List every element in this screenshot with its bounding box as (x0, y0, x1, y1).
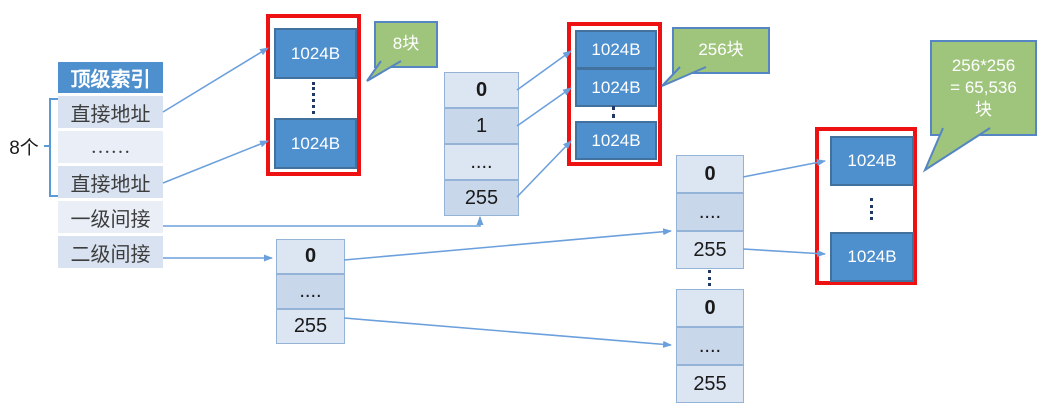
arrow-mid-1 (516, 87, 572, 127)
row-double-indirect: 二级间接 (58, 236, 163, 268)
rt-top-row-255: 255 (676, 231, 744, 269)
data-block-1024b: 1024B (575, 30, 657, 69)
row-ellipsis: …… (58, 131, 163, 163)
arrow-mid-0 (516, 50, 572, 91)
data-block-1024b: 1024B (274, 28, 357, 79)
arrow-direct-2 (162, 140, 269, 184)
rt-bottom-row-0: 0 (676, 289, 744, 327)
rt-top-row-dots: .... (676, 193, 744, 231)
row-single-indirect: 一级间接 (58, 201, 163, 233)
vertical-ellipsis (312, 82, 315, 114)
vertical-ellipsis (612, 106, 615, 118)
mid-table-row-0: 0 (444, 72, 519, 108)
arrow-r-255 (742, 248, 826, 258)
row-direct-address-2: 直接地址 (58, 166, 163, 198)
vertical-ellipsis (870, 198, 873, 220)
callout-8-blocks: 8块 (374, 21, 438, 68)
data-block-1024b: 1024B (575, 68, 657, 107)
brace-label-8: 8个 (9, 137, 39, 159)
arrow-direct-1 (162, 47, 269, 113)
data-block-1024b: 1024B (830, 232, 914, 282)
arrow-mid-255 (516, 140, 572, 198)
arrow-l2-bottom (343, 317, 672, 348)
red-group-double-indirect-blocks (815, 127, 917, 285)
rt-bottom-row-dots: .... (676, 327, 744, 365)
top-index-header: 顶级索引 (58, 62, 163, 93)
mid-table-row-1: 1 (444, 108, 519, 144)
data-block-1024b: 1024B (575, 121, 657, 160)
arrow-r-0 (742, 159, 826, 178)
callout-65536-blocks: 256*256 = 65,536 块 (930, 40, 1037, 136)
brace-8-direct (44, 98, 58, 197)
data-block-1024b: 1024B (274, 118, 357, 169)
ll-table-row-255: 255 (276, 309, 345, 344)
row-direct-address-1: 直接地址 (58, 96, 163, 128)
data-block-1024b: 1024B (830, 136, 914, 186)
rt-top-row-0: 0 (676, 155, 744, 193)
vertical-ellipsis (708, 270, 711, 286)
rt-bottom-row-255: 255 (676, 365, 744, 403)
ll-table-row-dots: .... (276, 274, 345, 309)
ll-table-row-0: 0 (276, 239, 345, 274)
mid-table-row-255: 255 (444, 180, 519, 216)
mid-table-row-dots: .... (444, 144, 519, 180)
arrow-single-indirect (163, 216, 484, 227)
callout-256-blocks: 256块 (672, 27, 770, 74)
arrow-l2-top (343, 228, 672, 261)
